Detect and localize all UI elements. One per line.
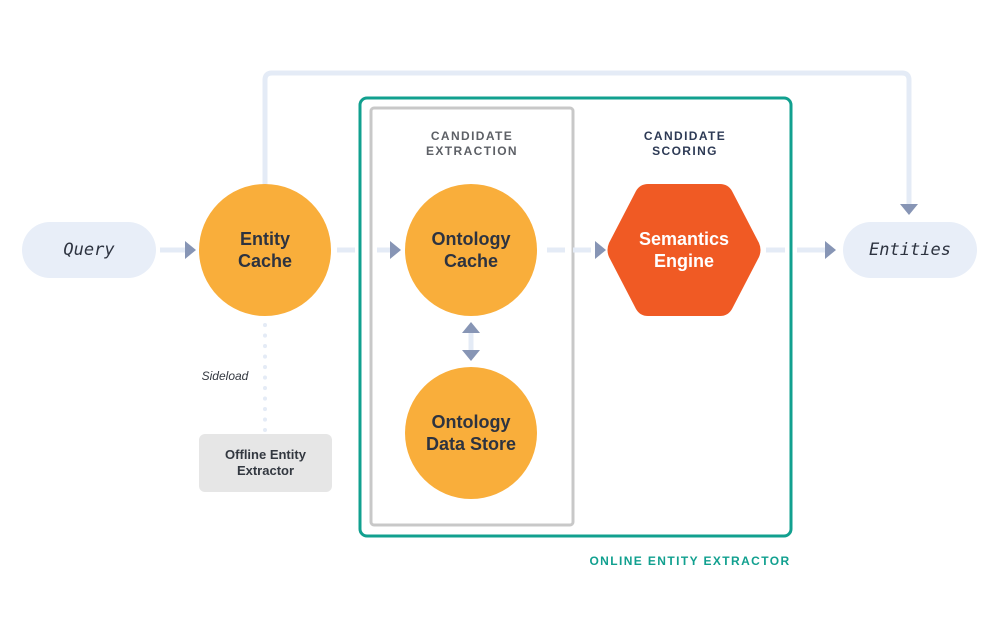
ontology-data-store-label: Ontology Data Store bbox=[425, 412, 517, 454]
ontology-cache-node bbox=[405, 184, 537, 316]
entity-cache-node bbox=[199, 184, 331, 316]
entities-label: Entities bbox=[869, 240, 951, 260]
candidate-scoring-title: CANDIDATE SCORING bbox=[643, 129, 727, 158]
bypass-arrowhead bbox=[900, 204, 918, 215]
entity-cache-label: Entity Cache bbox=[237, 229, 293, 271]
candidate-extraction-title: CANDIDATE EXTRACTION bbox=[426, 129, 518, 158]
offline-extractor-box bbox=[199, 434, 332, 492]
semantics-engine-node bbox=[607, 184, 761, 316]
query-label: Query bbox=[63, 240, 115, 260]
arrowhead-up bbox=[462, 322, 480, 333]
online-extractor-border bbox=[358, 96, 793, 538]
arrowhead-semantics bbox=[595, 241, 606, 259]
query-pill bbox=[22, 222, 156, 278]
bypass-connector bbox=[262, 70, 912, 205]
offline-extractor-label: Offline Entity Extractor bbox=[225, 447, 306, 478]
online-extractor-title: ONLINE ENTITY EXTRACTOR bbox=[589, 553, 791, 568]
entities-pill bbox=[843, 222, 977, 278]
arrowhead-down bbox=[462, 350, 480, 361]
semantics-engine-label: Semantics Engine bbox=[638, 229, 730, 271]
candidate-extraction-border bbox=[369, 106, 575, 527]
ontology-data-store-node bbox=[405, 367, 537, 499]
sideload-label: Sideload bbox=[201, 369, 249, 383]
ontology-cache-label: Ontology Cache bbox=[431, 229, 511, 271]
arrowhead-ontology-cache bbox=[390, 241, 401, 259]
arrowhead-entity-cache bbox=[185, 241, 196, 259]
arrowhead-entities bbox=[825, 241, 836, 259]
